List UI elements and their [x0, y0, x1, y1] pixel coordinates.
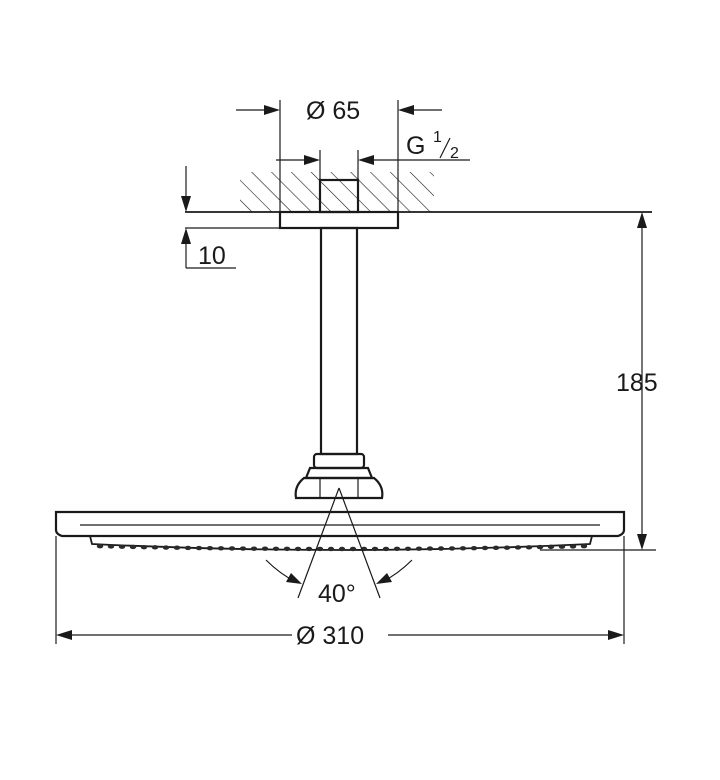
nozzle-dot: [239, 546, 247, 551]
nozzle-dot: [327, 546, 335, 552]
nozzle-dot: [426, 546, 434, 551]
head-diameter-label: Ø 310: [296, 622, 364, 650]
nozzle-dot: [580, 543, 588, 549]
nozzle-dot: [118, 544, 126, 549]
nozzle-dot: [525, 545, 533, 550]
shower-arm: [319, 226, 359, 456]
nozzle-dot: [151, 545, 159, 550]
nozzle-dot: [492, 545, 500, 551]
ceiling-offset-label: 10: [198, 242, 226, 270]
joint-nut: [294, 452, 384, 500]
nozzle-dot: [305, 546, 313, 552]
nozzle-dot: [547, 544, 555, 550]
nozzle-dot: [569, 544, 577, 549]
nozzle-dot: [206, 545, 214, 551]
inlet-diameter-label: Ø 65: [306, 97, 360, 125]
nozzle-dot: [558, 544, 566, 549]
nozzle-dot: [514, 545, 522, 550]
nozzle-dot: [140, 544, 148, 550]
spray-angle-lines: [297, 487, 381, 599]
nozzle-dot: [195, 545, 203, 551]
nozzle-dot: [261, 546, 269, 551]
nozzle-dot: [459, 546, 467, 551]
nozzle-dot: [250, 546, 258, 551]
ceiling-block: [185, 172, 652, 213]
spray-angle-label: 40°: [318, 580, 356, 608]
nozzle-dot: [503, 545, 511, 550]
nozzle-dot: [382, 546, 390, 552]
inlet-nipple: [318, 178, 360, 214]
dim-head-diameter: [55, 536, 625, 644]
nozzle-dot: [481, 545, 489, 551]
nozzle-dot: [228, 546, 236, 551]
nozzle-dot: [184, 545, 192, 551]
nozzle-dot: [470, 545, 478, 551]
height-label: 185: [616, 369, 658, 397]
dim-inlet-diameter: [236, 100, 442, 212]
nozzle-dot: [294, 546, 302, 552]
dim-height: [540, 212, 656, 551]
dim-spray-angle: [265, 559, 413, 584]
nozzle-dot: [272, 546, 280, 552]
dim-thread: [276, 150, 470, 180]
nozzle-dot: [448, 546, 456, 551]
thread-label: G: [406, 132, 425, 160]
nozzle-dot: [96, 544, 104, 549]
nozzle-dot: [536, 544, 544, 550]
dim-ceiling-offset: [181, 166, 280, 269]
nozzle-dot: [107, 544, 115, 549]
nozzle-dot: [404, 546, 412, 551]
nozzle-dot: [338, 546, 346, 552]
nozzle-dot: [437, 546, 445, 551]
nozzle-dot: [162, 545, 170, 550]
nozzle-dot: [415, 546, 423, 551]
nozzle-row: [96, 543, 588, 552]
nozzle-dot: [393, 546, 401, 552]
ceiling-flange: [278, 210, 400, 230]
thread-numerator: 1: [433, 129, 442, 146]
nozzle-dot: [283, 546, 291, 552]
nozzle-dot: [371, 546, 379, 552]
nozzle-dot: [217, 546, 225, 551]
nozzle-dot: [129, 544, 137, 550]
thread-fraction-slash: [439, 137, 451, 159]
nozzle-dot: [349, 546, 357, 552]
nozzle-dot: [173, 545, 181, 550]
nozzle-dot: [316, 546, 324, 552]
shower-head: [54, 510, 626, 552]
thread-denominator: 2: [450, 145, 459, 162]
